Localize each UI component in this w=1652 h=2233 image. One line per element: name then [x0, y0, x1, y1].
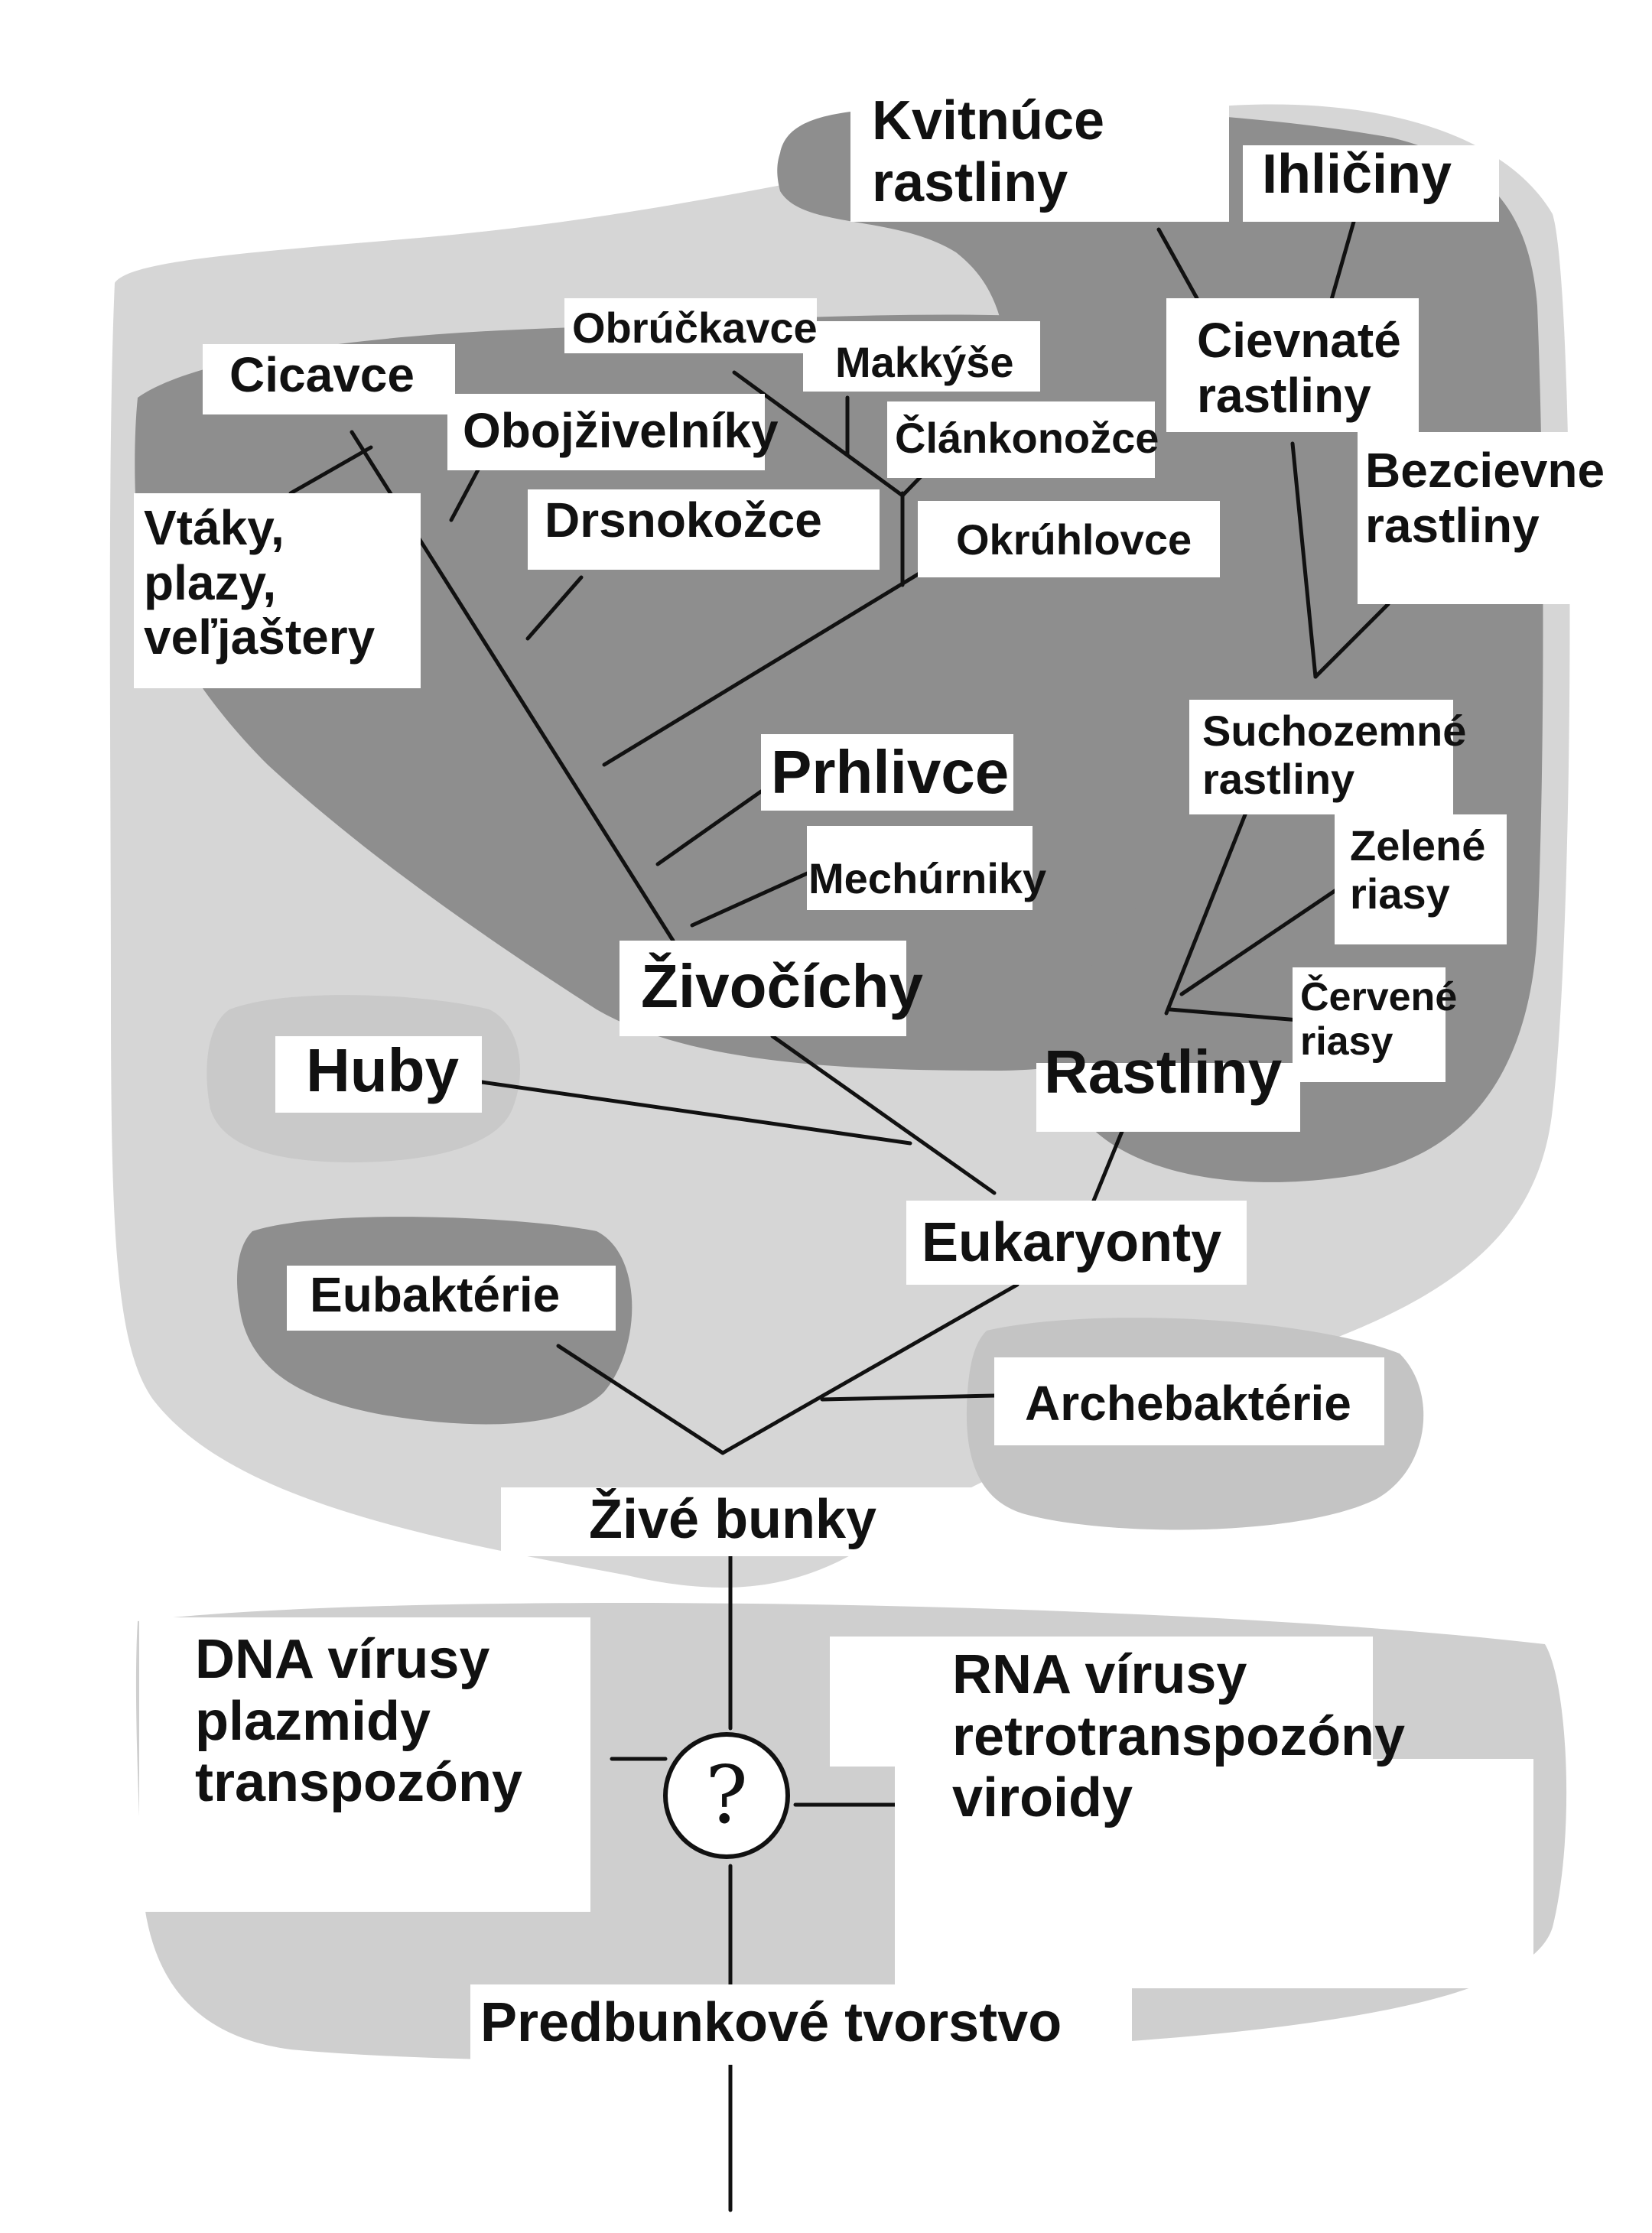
- branch-to-obruckavce: [732, 370, 905, 498]
- branch-to-ihliciny: [1328, 219, 1356, 304]
- label-box-obojzivelniky: [447, 394, 765, 470]
- branch-eukaryonty-to-zivocichy: [770, 1034, 997, 1195]
- branch-to-protostomes: [602, 567, 928, 767]
- label-box-cicavce: [203, 344, 455, 414]
- label-ihliciny: Ihličiny: [1262, 144, 1452, 205]
- label-cervene-riasy: Červené riasy: [1300, 975, 1458, 1064]
- label-box-cievnate: [1166, 298, 1419, 432]
- label-box-zelene: [1335, 814, 1507, 944]
- label-box-huby: [275, 1036, 482, 1113]
- label-box-makkyse: [803, 321, 1040, 392]
- label-box-eukaryonty: [906, 1201, 1247, 1285]
- label-rna-virusy-retrotranspozony-viroidy: RNA vírusy retrotranspozóny viroidy: [952, 1644, 1406, 1829]
- label-box-obruckavce: [564, 298, 817, 353]
- branch-to-obojzivelniky: [449, 460, 484, 522]
- label-zivocichy: Živočíchy: [641, 952, 924, 1020]
- label-dna-virusy-plazmidy-transpozony: DNA vírusy plazmidy transpozóny: [195, 1629, 523, 1814]
- label-obruckavce: Obrúčkavce: [572, 304, 818, 352]
- label-zelene-riasy: Zelené riasy: [1350, 821, 1486, 918]
- label-box-rna-lower: [895, 1759, 1533, 1988]
- label-drsnokozce: Drsnokožce: [545, 492, 822, 548]
- label-archebakterie: Archebaktérie: [1025, 1376, 1351, 1431]
- branch-to-cervene: [1168, 1007, 1310, 1023]
- label-box-drsnokozce: [528, 489, 880, 570]
- branch-suchozemne-to-cievnate: [1290, 441, 1318, 679]
- label-box-suchozemne: [1189, 700, 1453, 814]
- question-mark-label: ?: [705, 1748, 748, 1841]
- label-cicavce: Cicavce: [229, 347, 415, 402]
- label-box-cervene: [1293, 967, 1446, 1082]
- label-cievnate-rastliny: Cievnaté rastliny: [1197, 313, 1401, 423]
- label-rastliny: Rastliny: [1044, 1038, 1283, 1106]
- label-kvitnuce-rastliny: Kvitnúce rastliny: [872, 90, 1105, 213]
- branch-to-bezcievne: [1313, 602, 1390, 679]
- label-box-okruhlovce: [918, 501, 1220, 577]
- label-box-dna: [139, 1617, 590, 1912]
- branch-to-mechurniky: [690, 869, 813, 928]
- label-box-bezcievne: [1358, 432, 1614, 604]
- label-eubakterie: Eubaktérie: [310, 1267, 561, 1322]
- branch-plant-base: [1164, 789, 1257, 1016]
- label-box-zive-bunky: [501, 1487, 979, 1556]
- branch-to-prhlivce: [655, 789, 763, 866]
- label-box-vtaky: [134, 493, 421, 688]
- label-box-kvitnuce: [850, 99, 1229, 222]
- branch-to-drsnokozce: [525, 575, 584, 641]
- label-vtaky-plazy-veljastery: Vtáky, plazy, veľjaštery: [144, 500, 376, 665]
- label-box-predbunkove: [470, 1984, 1132, 2065]
- branch-to-vtaky: [288, 445, 373, 496]
- question-node: [663, 1732, 790, 1859]
- label-suchozemne-rastliny: Suchozemné rastliny: [1202, 707, 1467, 803]
- label-box-prhlivce: [761, 734, 1013, 811]
- label-box-clankonozce: [887, 401, 1155, 478]
- label-eukaryonty: Eukaryonty: [922, 1212, 1222, 1273]
- label-prhlivce: Prhlivce: [771, 738, 1010, 806]
- label-predbunkove-tvorstvo: Predbunkové tvorstvo: [480, 1992, 1062, 2053]
- label-huby: Huby: [306, 1036, 459, 1104]
- branch-to-huby: [480, 1080, 912, 1146]
- branch-to-archebakterie: [820, 1393, 997, 1402]
- label-mechurniky: Mechúrniky: [808, 854, 1047, 902]
- label-makkyse: Makkýše: [835, 338, 1014, 386]
- label-okruhlovce: Okrúhlovce: [956, 515, 1192, 564]
- label-obojzivelniky: Obojživelníky: [463, 403, 779, 458]
- tree-branches: [288, 219, 1390, 2212]
- label-box-mechurniky: [807, 826, 1032, 910]
- label-clankonozce: Článkonožce: [895, 414, 1159, 462]
- label-box-rastliny: [1036, 1063, 1300, 1132]
- label-box-archebakterie: [994, 1357, 1384, 1445]
- branch-zive-to-eukaryonty: [720, 1282, 1019, 1455]
- branch-to-kvitnuce: [1156, 227, 1199, 301]
- branch-to-eubakterie: [556, 1344, 725, 1455]
- branch-to-zelene: [1179, 881, 1348, 996]
- label-box-zivocichy: [620, 941, 906, 1036]
- label-bezcievne-rastliny: Bezcievne rastliny: [1365, 443, 1605, 553]
- label-box-eubakterie: [287, 1266, 616, 1331]
- label-zive-bunky: Živé bunky: [589, 1489, 877, 1550]
- label-box-rna: [830, 1637, 1373, 1767]
- label-box-ihliciny: [1243, 145, 1499, 222]
